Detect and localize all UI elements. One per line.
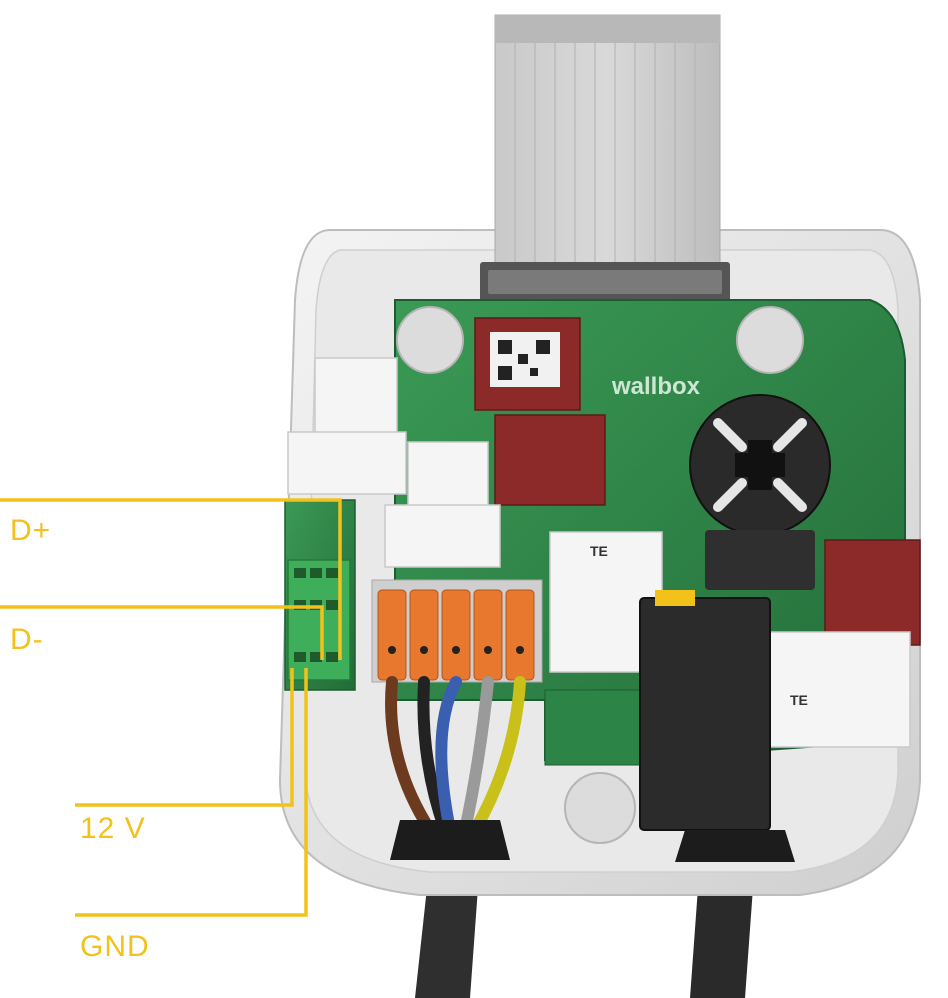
label-d-minus: D- [10, 623, 44, 656]
capacitors [474, 317, 921, 646]
cable-grommets [390, 820, 795, 862]
leader-line-d-minus [0, 605, 324, 660]
leader-line-d-plus [0, 498, 342, 660]
label-12v: 12 V [80, 812, 146, 845]
power-module [639, 590, 771, 831]
label-d-plus: D+ [10, 514, 52, 547]
label-gnd: GND [80, 930, 150, 963]
round-connector [689, 394, 831, 590]
leader-line-12v [75, 668, 294, 807]
mains-wires [385, 676, 526, 836]
ribbon-cable [480, 14, 730, 302]
wire-leader-lines [0, 498, 342, 917]
mounting-posts [396, 306, 804, 844]
leader-line-gnd [75, 668, 308, 917]
wire-terminals [371, 579, 543, 683]
